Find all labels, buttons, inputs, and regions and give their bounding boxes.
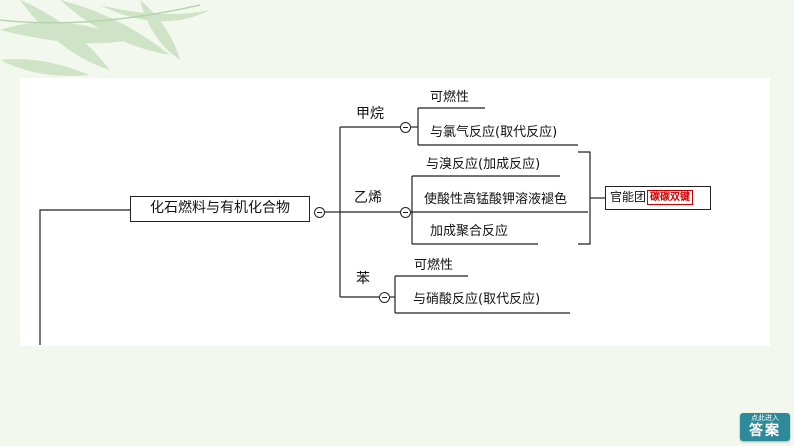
answer-button-caption: 点此进入 <box>751 414 779 422</box>
ethylene-item-1: 与溴反应(加成反应) <box>426 157 541 172</box>
methane-item-1: 可燃性 <box>430 90 470 105</box>
ethylene-item-3: 加成聚合反应 <box>430 224 509 239</box>
root-node: 化石燃料与有机化合物 <box>130 196 310 222</box>
collapse-icon[interactable] <box>400 207 411 218</box>
ethylene-item-2: 使酸性高锰酸钾溶液褪色 <box>424 192 568 207</box>
answer-button-label: 答案 <box>749 423 781 439</box>
branch-benzene-label: 苯 <box>356 271 370 287</box>
collapse-icon[interactable] <box>400 122 411 133</box>
collapse-icon[interactable] <box>379 292 390 303</box>
root-label: 化石燃料与有机化合物 <box>150 200 290 216</box>
benzene-item-2: 与硝酸反应(取代反应) <box>413 292 541 307</box>
functional-group-answer: 碳碳双键 <box>647 190 694 205</box>
branch-ethylene-label: 乙烯 <box>354 190 382 206</box>
methane-item-2: 与氯气反应(取代反应) <box>430 125 558 140</box>
collapse-icon[interactable] <box>314 207 325 218</box>
benzene-item-1: 可燃性 <box>414 258 454 273</box>
branch-methane-label: 甲烷 <box>356 106 384 122</box>
show-answer-button[interactable]: 点此进入 答案 <box>740 413 790 441</box>
functional-group-label: 官能团 <box>610 190 647 204</box>
functional-group-box: 官能团碳碳双键 <box>605 186 711 210</box>
